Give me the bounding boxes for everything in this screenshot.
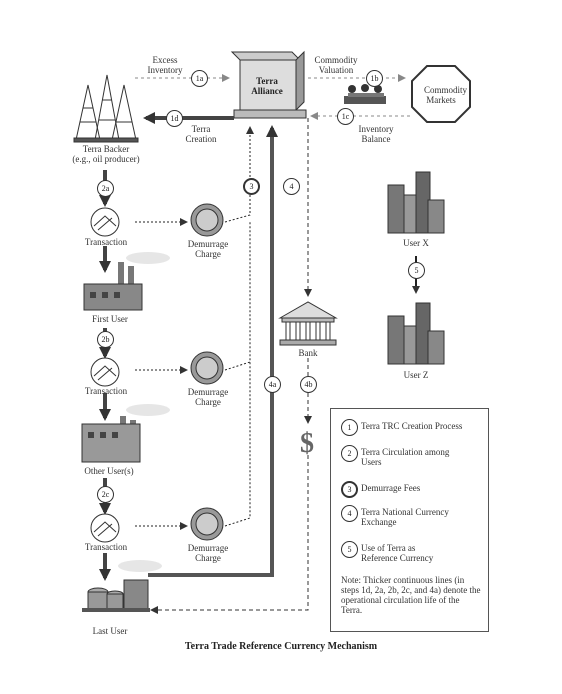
inventory-balance-label: Inventory Balance: [358, 124, 394, 144]
demurrage-charge-label-2: Demurrage Charge: [187, 387, 229, 407]
transaction-label-1: Transaction: [84, 237, 128, 247]
first-user-label: First User: [92, 314, 128, 324]
demurrage-charge-label-3: Demurrage Charge: [187, 543, 229, 563]
handshake-icon-1: [90, 207, 120, 237]
legend-text-2: Terra Circulation among Users: [361, 447, 450, 467]
terra-alliance-label: Terra Alliance: [251, 76, 283, 96]
legend-badge-2: 2: [341, 445, 358, 462]
step-2c-badge: 2c: [97, 486, 114, 503]
legend-badge-4: 4: [341, 505, 358, 522]
step-1d-badge: 1d: [166, 110, 183, 127]
last-user-label: Last User: [92, 626, 128, 636]
step-2a-badge: 2a: [97, 180, 114, 197]
excess-inventory-label: Excess Inventory: [147, 55, 183, 75]
transaction-label-3: Transaction: [84, 542, 128, 552]
legend-text-5: Use of Terra as Reference Currency: [361, 543, 434, 563]
terra-creation-label: Terra Creation: [185, 124, 217, 144]
step-4a-badge: 4a: [264, 376, 281, 393]
dollar-sign-icon: $: [300, 428, 314, 459]
step-4b-badge: 4b: [300, 376, 317, 393]
terra-alliance-building: [230, 50, 307, 119]
step-5-badge: 5: [408, 262, 425, 279]
step-3-badge: 3: [243, 178, 260, 195]
step-1a-badge: 1a: [191, 70, 208, 87]
other-users-factory-icon: [81, 404, 170, 463]
step-1c-badge: 1c: [337, 108, 354, 125]
step-2b-badge: 2b: [97, 331, 114, 348]
user-x-buildings-icon: [387, 171, 445, 234]
commodity-markets-octagon: [411, 65, 471, 123]
other-users-label: Other User(s): [84, 466, 134, 476]
step-1b-badge: 1b: [366, 70, 383, 87]
terra-backer-label: Terra Backer: [82, 144, 130, 154]
user-x-label: User X: [403, 238, 429, 248]
step-4-badge: 4: [283, 178, 300, 195]
commodity-markets-label: Commodity Markets: [424, 85, 468, 105]
terra-backer-sub-label: (e.g., oil producer): [72, 154, 140, 164]
demurrage-coin-icon-1: [190, 203, 224, 237]
legend-note: Note: Thicker continuous lines (in steps…: [341, 575, 481, 615]
legend-badge-1: 1: [341, 419, 358, 436]
legend-text-4: Terra National Currency Exchange: [361, 507, 449, 527]
commodity-valuation-label: Commodity Valuation: [314, 55, 358, 75]
legend-badge-3: 3: [341, 481, 358, 498]
user-z-label: User Z: [403, 370, 429, 380]
legend-text-1: Terra TRC Creation Process: [361, 421, 463, 431]
bank-building-icon: [278, 301, 338, 346]
diagram-title: Terra Trade Reference Currency Mechanism: [184, 641, 378, 652]
legend-box: 1 Terra TRC Creation Process 2 Terra Cir…: [330, 408, 489, 632]
legend-badge-5: 5: [341, 541, 358, 558]
demurrage-coin-icon-3: [190, 507, 224, 541]
first-user-factory-icon: [83, 252, 170, 311]
demurrage-charge-label-1: Demurrage Charge: [187, 239, 229, 259]
bank-label: Bank: [298, 348, 318, 358]
handshake-icon-3: [90, 513, 120, 543]
oil-rigs-icon: [73, 74, 139, 143]
transaction-label-2: Transaction: [84, 386, 128, 396]
demurrage-coin-icon-2: [190, 351, 224, 385]
user-z-buildings-icon: [387, 302, 445, 365]
legend-text-3: Demurrage Fees: [361, 483, 421, 493]
handshake-icon-2: [90, 357, 120, 387]
last-user-factory-icon: [82, 560, 162, 612]
valuation-people-icon: [344, 84, 386, 104]
